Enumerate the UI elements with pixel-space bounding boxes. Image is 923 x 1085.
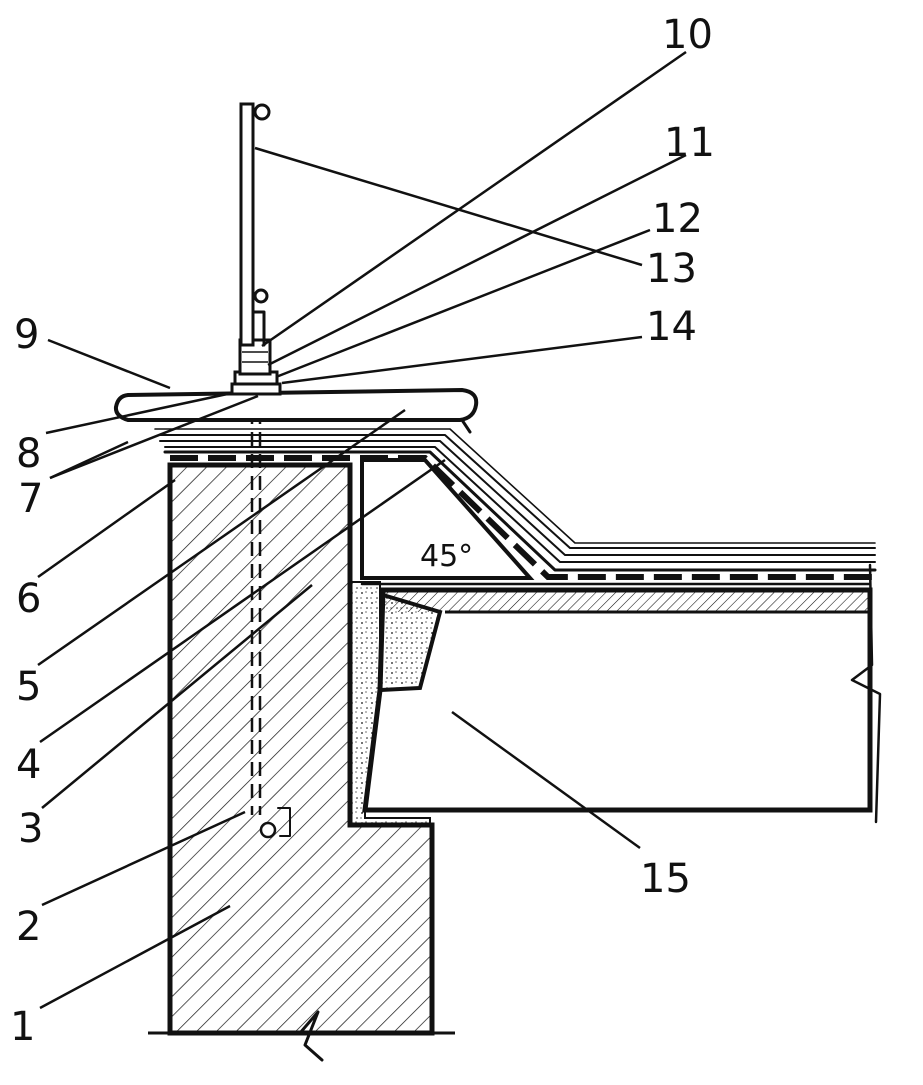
roof-slab [362,563,882,824]
callout-4: 4 [16,742,41,788]
break-line [298,1010,324,1062]
railing-post [239,102,271,347]
callout-10: 10 [662,12,713,58]
callout-13: 13 [646,246,697,292]
callout-1: 1 [10,1004,35,1050]
roofing-membrane-layers [154,428,877,586]
callout-14: 14 [646,304,697,350]
anchor-bolt [250,410,291,839]
bolt-nut-assembly [230,338,282,396]
callout-15: 15 [640,856,691,902]
angle-label: 45° [420,539,473,574]
leader-lines [37,50,687,1010]
callout-labels: 1 2 3 4 5 6 7 8 9 10 11 12 13 14 15 45° [10,12,715,1050]
callout-3: 3 [18,806,43,852]
cap-flashing [113,387,479,434]
callout-7: 7 [18,476,43,522]
callout-6: 6 [16,576,41,622]
callout-5: 5 [16,664,41,710]
callout-12: 12 [652,196,703,242]
callout-11: 11 [664,120,715,166]
callout-9: 9 [14,312,39,358]
slab-break-line [850,563,882,824]
callout-2: 2 [16,904,41,950]
callout-8: 8 [16,431,41,477]
